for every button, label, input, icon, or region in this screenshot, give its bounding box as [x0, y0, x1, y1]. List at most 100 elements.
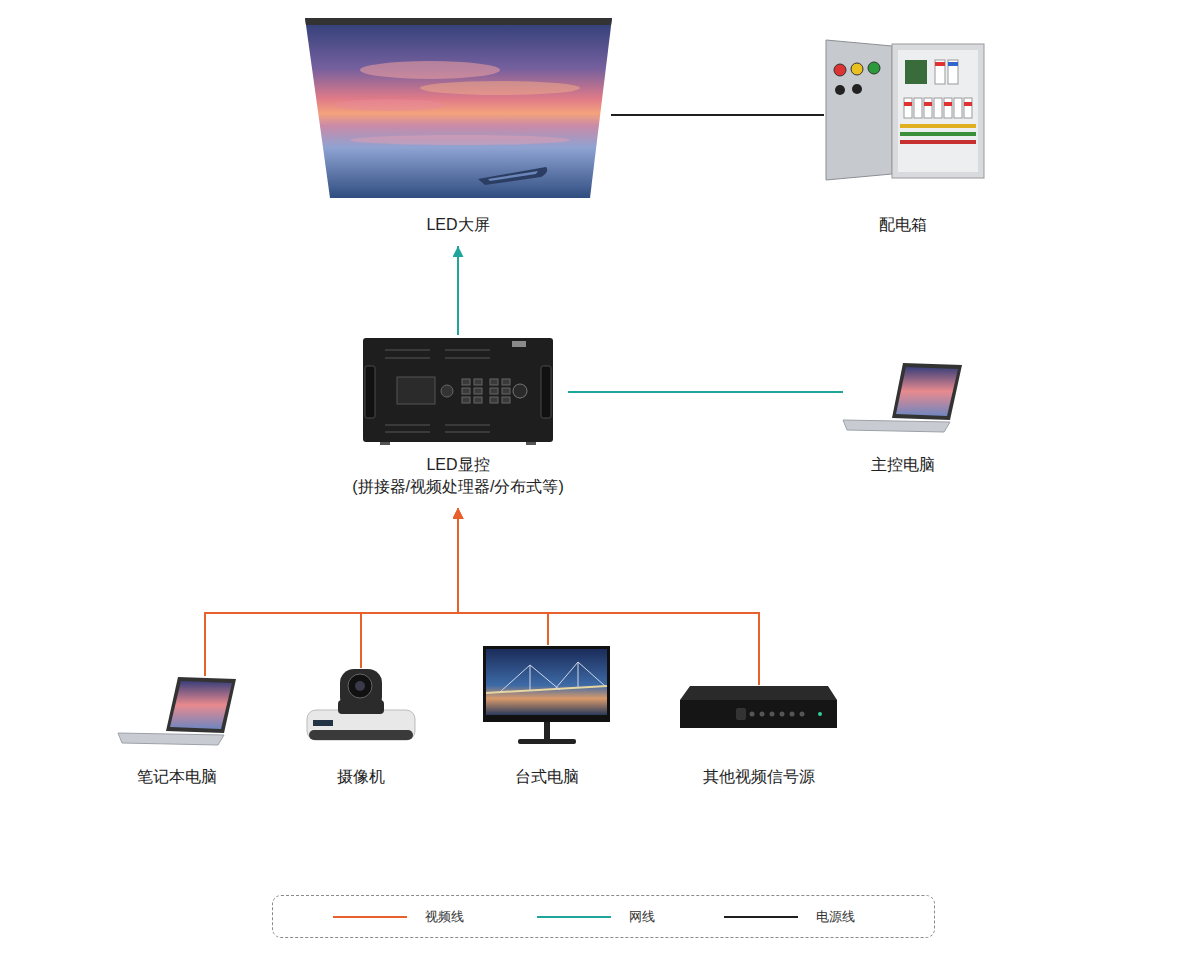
device-node: 配电箱	[824, 36, 982, 236]
legend-text: 视频线	[425, 908, 464, 926]
foot	[380, 442, 390, 445]
legend-line-sample	[333, 912, 407, 922]
indicator-lamp	[851, 63, 863, 75]
device-node: 其他视频信号源	[680, 685, 838, 788]
cabinet-door	[826, 40, 892, 180]
device-label: 笔记本电脑	[137, 766, 217, 788]
recorder-buttons	[750, 712, 805, 717]
laptop-lid	[166, 677, 236, 733]
breaker	[948, 60, 958, 84]
boat-deck	[488, 171, 538, 181]
laptop-picture	[843, 363, 962, 432]
legend-text: 网线	[629, 908, 655, 926]
monitor-screen	[486, 649, 607, 715]
device-label: 主控电脑	[871, 454, 935, 476]
cloud	[420, 81, 580, 95]
device-label: (拼接器/视频处理器/分布式等)	[352, 476, 564, 498]
laptop-base	[843, 420, 950, 432]
bridge-cables	[500, 662, 605, 692]
knob	[441, 385, 453, 397]
breaker-tag	[935, 62, 945, 66]
legend-entry: 电源线	[724, 896, 855, 937]
camera-lens-glass	[355, 681, 365, 691]
camera-head	[340, 669, 382, 711]
breaker-tag	[948, 62, 958, 66]
bridge-deck	[486, 686, 607, 693]
legend-entry: 网线	[537, 896, 655, 937]
legend-line-sample	[537, 912, 611, 922]
device-node: LED大屏	[305, 18, 611, 236]
screen-top-edge	[305, 18, 612, 25]
device-node: 台式电脑	[483, 645, 611, 788]
foot	[526, 442, 536, 445]
camera-display	[313, 720, 333, 726]
lcd	[397, 377, 435, 404]
cloud	[360, 61, 500, 79]
device-node: LED显控(拼接器/视频处理器/分布式等)	[348, 335, 568, 498]
indicator-lamp	[868, 62, 880, 74]
video-cable	[458, 508, 548, 645]
recorder-slot	[736, 708, 746, 720]
device-label: 配电箱	[879, 214, 927, 236]
switch	[852, 84, 862, 94]
distribution-box-picture	[826, 40, 984, 180]
handle	[365, 366, 375, 418]
laptop-lid	[892, 363, 962, 420]
video-cable	[458, 508, 759, 685]
monitor-stand	[544, 722, 550, 740]
video-cable	[205, 508, 458, 676]
device-node: 笔记本电脑	[117, 676, 237, 788]
vents	[385, 350, 490, 432]
legend-text: 电源线	[816, 908, 855, 926]
recorder-top	[680, 686, 837, 700]
boat	[478, 167, 547, 185]
device-label: 台式电脑	[515, 766, 579, 788]
device-label: 摄像机	[337, 766, 385, 788]
device-label: 其他视频信号源	[703, 766, 815, 788]
network-cable	[457, 246, 459, 335]
badge	[512, 341, 526, 347]
busbar	[900, 124, 976, 128]
breaker	[935, 60, 945, 84]
power-cable	[611, 114, 824, 116]
monitor-frame	[483, 646, 610, 722]
recorder-led	[818, 712, 822, 716]
screen-surface	[305, 18, 612, 198]
camera-lens	[348, 674, 372, 698]
busbar	[900, 140, 976, 144]
handle	[541, 366, 551, 418]
camera-base	[307, 710, 415, 740]
led-screen-picture	[305, 18, 612, 198]
laptop-screen	[170, 681, 232, 729]
indicator-lamp	[834, 64, 846, 76]
recorder-front	[680, 700, 837, 728]
switch	[835, 85, 845, 95]
camera-base-strip	[309, 730, 413, 740]
reflection	[350, 135, 570, 145]
recorder-picture	[680, 686, 837, 728]
laptop-picture	[118, 677, 236, 745]
legend-line-sample	[724, 912, 798, 922]
device-label: LED显控	[426, 454, 489, 476]
device-label: LED大屏	[426, 214, 489, 236]
device-node: 摄像机	[305, 668, 417, 788]
laptop-screen	[896, 367, 958, 416]
cloud	[335, 99, 445, 111]
chassis	[363, 338, 553, 442]
laptop-base	[118, 733, 224, 745]
meter	[905, 60, 927, 84]
network-cable	[568, 391, 843, 393]
monitor-picture	[483, 646, 610, 744]
legend-box: 视频线 网线 电源线	[272, 895, 935, 938]
breaker-row	[904, 98, 972, 118]
legend-entry: 视频线	[333, 896, 464, 937]
led-controller-picture	[363, 338, 553, 445]
monitor-foot	[518, 739, 576, 744]
cabinet-panel	[898, 50, 978, 172]
video-cable	[361, 508, 458, 668]
device-node: 主控电脑	[843, 362, 963, 476]
